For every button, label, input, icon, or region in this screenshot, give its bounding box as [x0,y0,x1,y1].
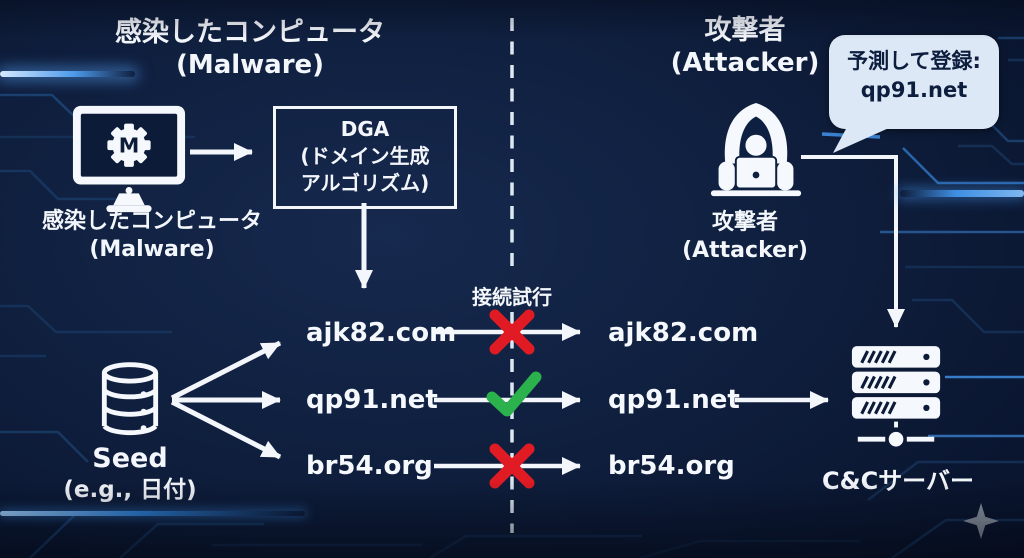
speech-bubble-line2: qp91.net [860,78,968,102]
dga-line1: DGA [340,117,390,141]
fail-x-icon [489,443,535,489]
dga-line2: (ドメイン生成 [300,144,430,168]
infected-title-line2: (Malware) [175,50,325,80]
seed-label-line2: (e.g., 日付) [63,477,197,503]
connection-attempt-label: 接続試行 [472,285,552,309]
arrow-seed-to-domain1 [170,340,282,401]
circuit-traces [0,36,1024,558]
speech-bubble: 予測して登録: qp91.net [829,35,999,153]
malware-gear-icon: M [107,123,151,167]
infected-computer-label: 感染したコンピュータ (Malware) [27,208,277,264]
cc-server-label: C&Cサーバー [822,467,974,495]
cc-server-icon [851,346,941,447]
attacker-title-line2: (Attacker) [670,48,820,78]
attacker-label-line2: (Attacker) [682,238,808,263]
infected-title: 感染したコンピュータ (Malware) [90,17,410,81]
seed-database-icon [101,362,159,436]
result-marker [486,371,542,417]
resolved-domain-3: br54.org [608,451,735,481]
speech-bubble-tail [833,127,891,153]
result-marker [489,443,535,489]
attacker-label-line1: 攻撃者 [711,210,778,235]
seed-label-line1: Seed [92,443,168,474]
attacker-icon [710,103,802,197]
arrow-attacker-to-server [801,155,905,328]
attacker-title: 攻撃者 (Attacker) [640,15,850,79]
infected-title-line1: 感染したコンピュータ [115,17,385,48]
dga-line3: アルゴリズム) [300,171,430,195]
sparkle-icon [963,503,999,539]
svg-text:M: M [119,134,140,158]
generated-domain-1: ajk82.com [306,318,457,348]
speech-bubble-line1: 予測して登録: [847,49,981,73]
seed-label: Seed (e.g., 日付) [38,443,222,505]
infected-computer-icon: M [72,105,186,213]
attacker-title-line1: 攻撃者 [704,15,786,46]
generated-domain-3: br54.org [306,451,433,481]
dga-box: DGA (ドメイン生成 アルゴリズム) [273,106,457,209]
success-check-icon [486,371,542,417]
fail-x-icon [489,309,535,355]
arrow-seed-to-domain3 [170,399,282,460]
infected-computer-label-line2: (Malware) [89,237,215,262]
attacker-label: 攻撃者 (Attacker) [660,209,830,265]
resolved-domain-1: ajk82.com [608,318,759,348]
result-marker [489,309,535,355]
generated-domain-2: qp91.net [306,385,438,415]
resolved-domain-2: qp91.net [608,385,740,415]
infected-computer-label-line1: 感染したコンピュータ [41,209,262,234]
